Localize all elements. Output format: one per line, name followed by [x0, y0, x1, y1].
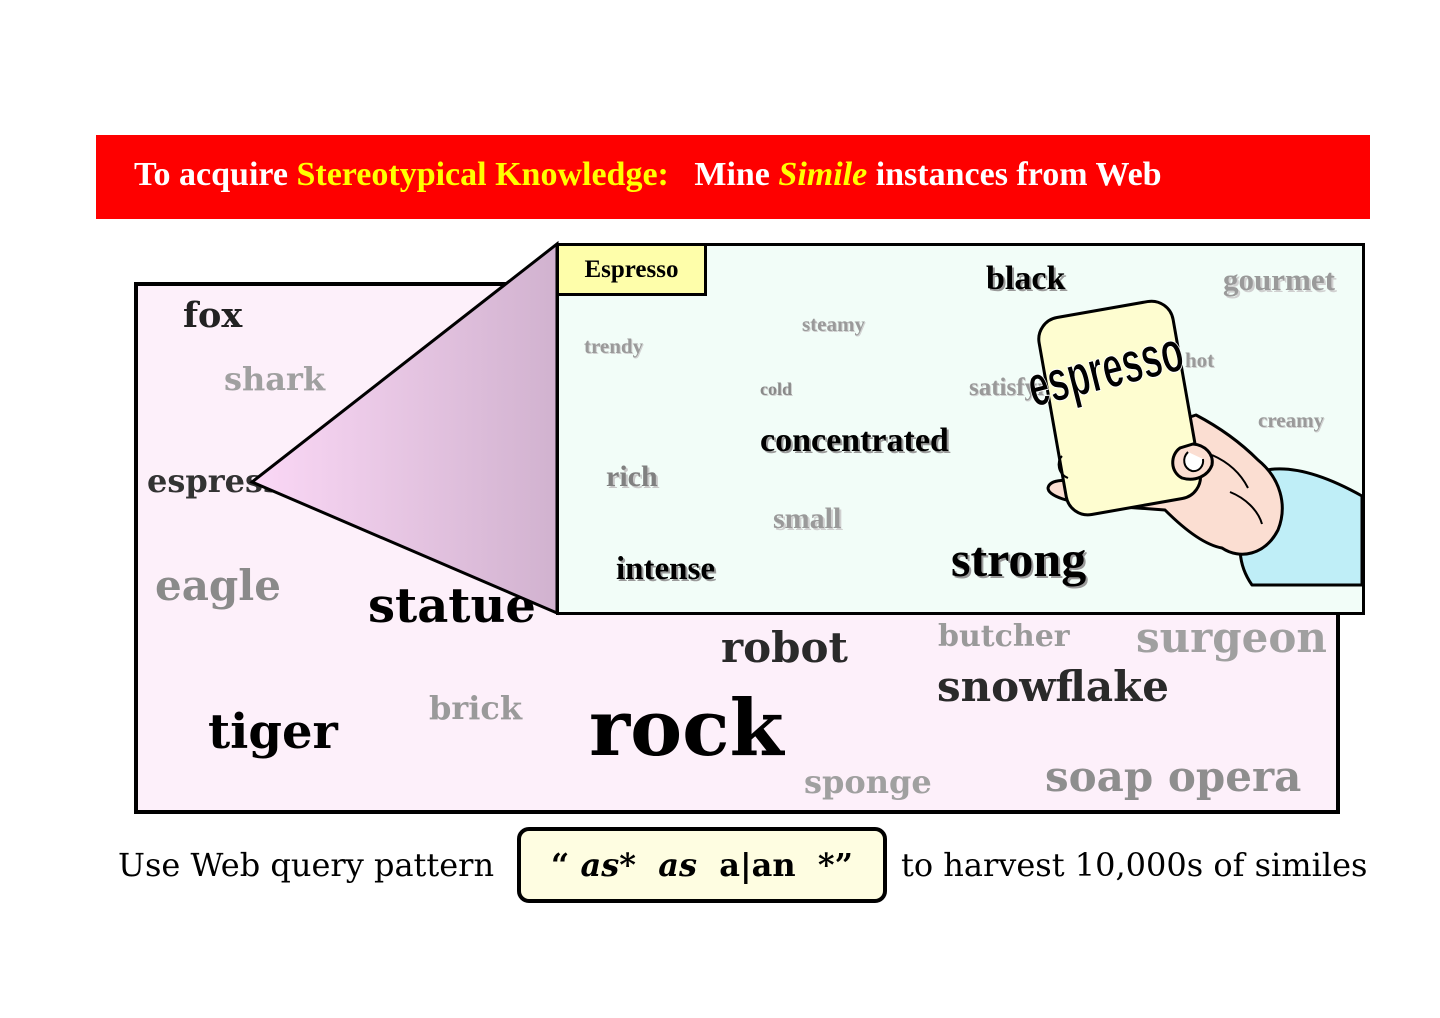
- espresso-tab-label: Espresso: [559, 246, 707, 296]
- quote-open: “: [550, 846, 570, 884]
- query-star-1: *: [619, 846, 636, 884]
- query-prefix-text: Use Web query pattern: [118, 846, 495, 884]
- prop-rich: rich: [606, 460, 658, 493]
- prop-gourmet: gourmet: [1223, 262, 1335, 297]
- query-pattern-box: “ as* as a|an *”: [517, 827, 887, 903]
- word-tiger: tiger: [208, 704, 338, 760]
- word-sponge: sponge: [804, 763, 932, 801]
- prop-creamy: creamy: [1258, 408, 1325, 432]
- prop-black: black: [986, 260, 1066, 297]
- prop-small: small: [773, 502, 842, 535]
- prop-intense: intense: [616, 551, 715, 587]
- query-as-2: as: [658, 846, 697, 884]
- prop-strong: strong: [951, 531, 1087, 587]
- prop-cold: cold: [760, 379, 793, 399]
- query-a-an: a|an: [719, 846, 796, 884]
- word-fox: fox: [183, 295, 243, 336]
- prop-trendy: trendy: [584, 334, 644, 358]
- word-butcher: butcher: [938, 619, 1070, 654]
- word-rock: rock: [589, 683, 784, 774]
- word-eagle: eagle: [155, 561, 281, 610]
- query-star-2: *: [817, 846, 835, 884]
- prop-hot: hot: [1185, 348, 1215, 372]
- word-soap-opera: soap opera: [1045, 752, 1302, 801]
- word-surgeon: surgeon: [1136, 613, 1327, 662]
- prop-concentrated: concentrated: [760, 422, 949, 459]
- title-banner: [96, 135, 1370, 219]
- prop-satisfying: satisfyi: [969, 374, 1044, 401]
- quote-close: ”: [834, 846, 854, 884]
- word-brick: brick: [429, 689, 523, 727]
- query-as-1: as: [580, 846, 620, 884]
- word-robot: robot: [721, 623, 848, 672]
- word-snowflake: snowflake: [937, 662, 1169, 711]
- banner-title: To acquire Stereotypical Knowledge: Mine…: [134, 156, 1162, 193]
- prop-steamy: steamy: [802, 312, 865, 336]
- query-suffix-text: to harvest 10,000s of similes: [901, 846, 1368, 884]
- word-shark: shark: [224, 360, 326, 398]
